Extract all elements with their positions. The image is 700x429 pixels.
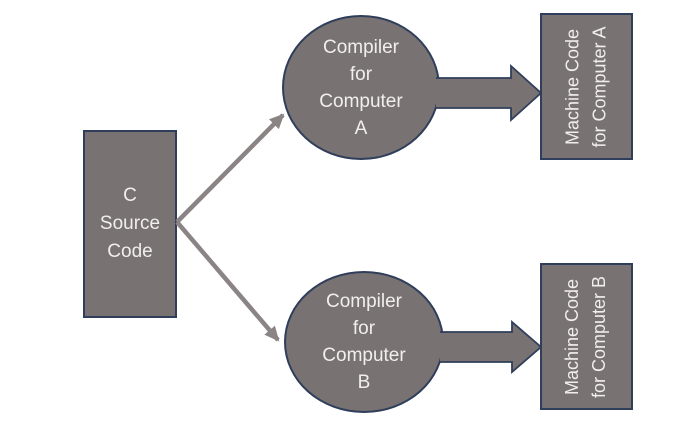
node-compiler-a: Compiler for Computer A: [282, 15, 440, 160]
node-machine-code-b: Machine Code for Computer B: [540, 263, 633, 410]
label-line: Compiler: [325, 291, 402, 312]
arrow-source-to-compiler-a-icon: [175, 113, 285, 224]
label-line: Machine Code: [562, 28, 583, 145]
label-line: B: [357, 372, 371, 393]
arrow-source-to-compiler-b-icon: [175, 220, 280, 342]
label-line: for: [349, 63, 373, 85]
node-machine-code-b-label: Machine Code for Computer B: [560, 275, 614, 397]
label-line: Code: [107, 241, 153, 262]
label-line: C: [123, 185, 137, 206]
node-compiler-b: Compiler for Computer B: [284, 271, 444, 413]
block-arrow-compiler-a-to-machine-a-icon: [436, 63, 543, 123]
node-machine-code-a: Machine Code for Computer A: [540, 13, 633, 160]
label-line: for Computer A: [589, 25, 610, 148]
block-arrow-compiler-b-to-machine-b-icon: [440, 320, 543, 374]
node-machine-code-a-label: Machine Code for Computer A: [560, 26, 614, 147]
label-line: for: [352, 318, 376, 339]
node-c-source-code-label: C Source Code: [100, 182, 160, 266]
label-line: for Computer B: [589, 275, 610, 398]
label-line: Source: [99, 213, 161, 234]
node-compiler-b-label: Compiler for Computer B: [322, 288, 405, 396]
label-line: Machine Code: [562, 278, 583, 395]
label-line: Compiler: [322, 36, 399, 58]
label-line: Computer: [322, 345, 406, 366]
node-compiler-a-label: Compiler for Computer A: [319, 34, 402, 142]
label-line: A: [354, 117, 368, 139]
label-line: Computer: [319, 90, 403, 112]
node-c-source-code: C Source Code: [83, 130, 177, 318]
